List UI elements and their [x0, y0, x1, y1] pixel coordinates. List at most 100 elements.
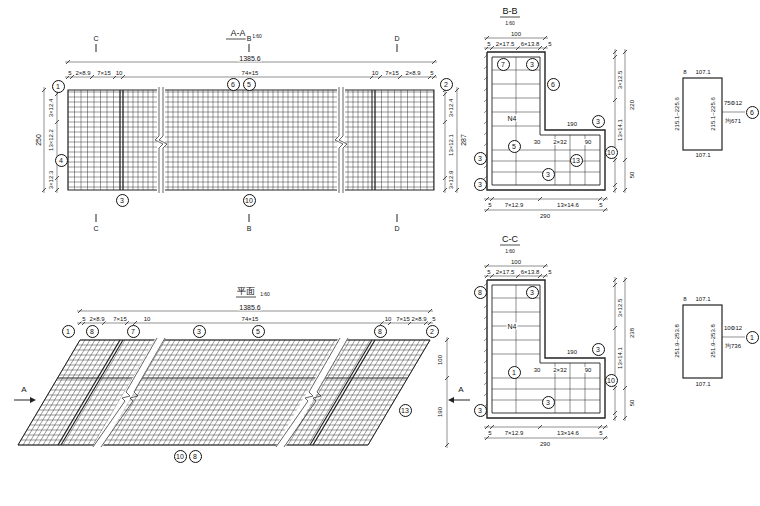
annotation-text: 5	[487, 202, 492, 208]
callout-text: 1	[66, 328, 70, 335]
callout-number: 10	[243, 194, 256, 207]
rebar-line	[168, 340, 230, 445]
dimension-tick	[538, 197, 542, 201]
hatch	[484, 165, 487, 168]
concrete-outline	[487, 280, 605, 418]
cage-outline	[68, 90, 434, 190]
annotation-text: 2×32	[552, 139, 568, 145]
callout-text: 5	[256, 328, 260, 335]
callout-text: 3	[478, 407, 482, 414]
rebar-line	[353, 90, 354, 190]
callout-number: 8	[474, 286, 487, 299]
annotation-text: 10	[371, 70, 380, 76]
dimension-tick	[613, 183, 617, 187]
rebar-line	[203, 340, 265, 445]
callout-number: 5	[243, 78, 256, 91]
annotation-text: 251.9~253.8	[674, 323, 680, 359]
break-mark	[159, 87, 167, 193]
dimension-tick	[66, 60, 70, 64]
annotation-text: 3×12.5	[617, 70, 623, 91]
annotation-text: 2×32	[552, 367, 568, 373]
rebar-line	[363, 340, 425, 445]
annotation-text: 290	[539, 213, 551, 219]
rebar-line	[363, 90, 364, 190]
rebar-line	[492, 378, 600, 379]
annotation-text: 251.9~253.8	[710, 323, 716, 359]
callout-text: 8	[478, 289, 482, 296]
annotation-text: 7×15	[96, 70, 112, 76]
rebar-line	[128, 90, 129, 190]
section-arrow	[14, 400, 32, 401]
hatch	[484, 382, 487, 385]
dimension-tick	[613, 386, 617, 390]
annotation-text: 10	[115, 70, 124, 76]
joint-bar	[371, 90, 372, 190]
rebar-line	[193, 90, 194, 190]
rebar-line	[318, 90, 319, 190]
callout-text: 3	[478, 181, 482, 188]
rebar-line	[208, 340, 270, 445]
dimension-tick	[613, 188, 617, 192]
rebar-line	[273, 90, 274, 190]
callout-number: 8	[374, 325, 387, 338]
callout-text: 7	[501, 61, 505, 68]
annotation-text: 50	[629, 399, 635, 408]
rebar-line	[313, 90, 314, 190]
rebar-line	[263, 90, 264, 190]
callout-number: 5	[252, 325, 265, 338]
rebar-line	[516, 285, 517, 413]
callout-text: 7	[131, 328, 135, 335]
annotation-text: 5	[486, 41, 491, 47]
rebar-line	[243, 90, 244, 190]
dimension-tick	[613, 98, 617, 102]
rebar-line	[153, 340, 215, 445]
annotation-text: 5	[598, 202, 603, 208]
callout-number: 3	[474, 404, 487, 417]
annotation-text: 8	[682, 69, 687, 75]
annotation-text: B-B	[501, 7, 518, 16]
dimension-line	[484, 427, 608, 428]
annotation-text: 1:60	[504, 249, 516, 254]
callout-number: 3	[193, 325, 206, 338]
annotation-text: 30	[533, 139, 542, 145]
hatch	[484, 132, 487, 135]
rebar-line	[23, 340, 85, 445]
rebar-line	[107, 90, 108, 190]
joint-bar	[310, 340, 372, 445]
callout-number: 3	[526, 286, 539, 299]
annotation-text: 13×14.6	[556, 430, 580, 436]
rebar-line	[113, 90, 114, 190]
rebar-line	[163, 340, 225, 445]
annotation-text: 7×12.9	[504, 202, 525, 208]
annotation-text: 2×17.5	[495, 41, 516, 47]
rebar-line	[298, 90, 299, 190]
rebar-outline	[492, 285, 600, 413]
title-underline	[500, 17, 520, 18]
annotation-text: 10	[143, 316, 152, 322]
callout-number: 3	[116, 194, 129, 207]
annotation-text: 287	[460, 133, 467, 147]
dimension-tick	[445, 443, 449, 447]
rebar-line	[38, 340, 100, 445]
annotation-text: 107.1	[694, 381, 711, 387]
hatch	[484, 99, 487, 102]
dimension-tick	[613, 326, 617, 330]
annotation-text: 2×8.9	[404, 70, 421, 76]
dimension-tick	[485, 36, 489, 40]
rebar-outline	[492, 57, 600, 185]
dimension-line	[484, 48, 548, 49]
section-cut	[249, 214, 250, 222]
annotation-text: 8	[682, 296, 687, 302]
dimension-line	[625, 277, 626, 421]
rebar-line	[74, 90, 75, 190]
callout-text: 3	[120, 197, 124, 204]
rebar-line	[173, 90, 174, 190]
annotation-text: 均671	[724, 118, 742, 124]
break-mark	[284, 338, 348, 447]
rebar-line	[208, 90, 209, 190]
annotation-text: 100	[510, 259, 522, 265]
callout-number: 2	[440, 78, 453, 91]
rebar-line	[303, 90, 304, 190]
dimension-tick	[55, 176, 59, 180]
rebar-line	[233, 90, 234, 190]
